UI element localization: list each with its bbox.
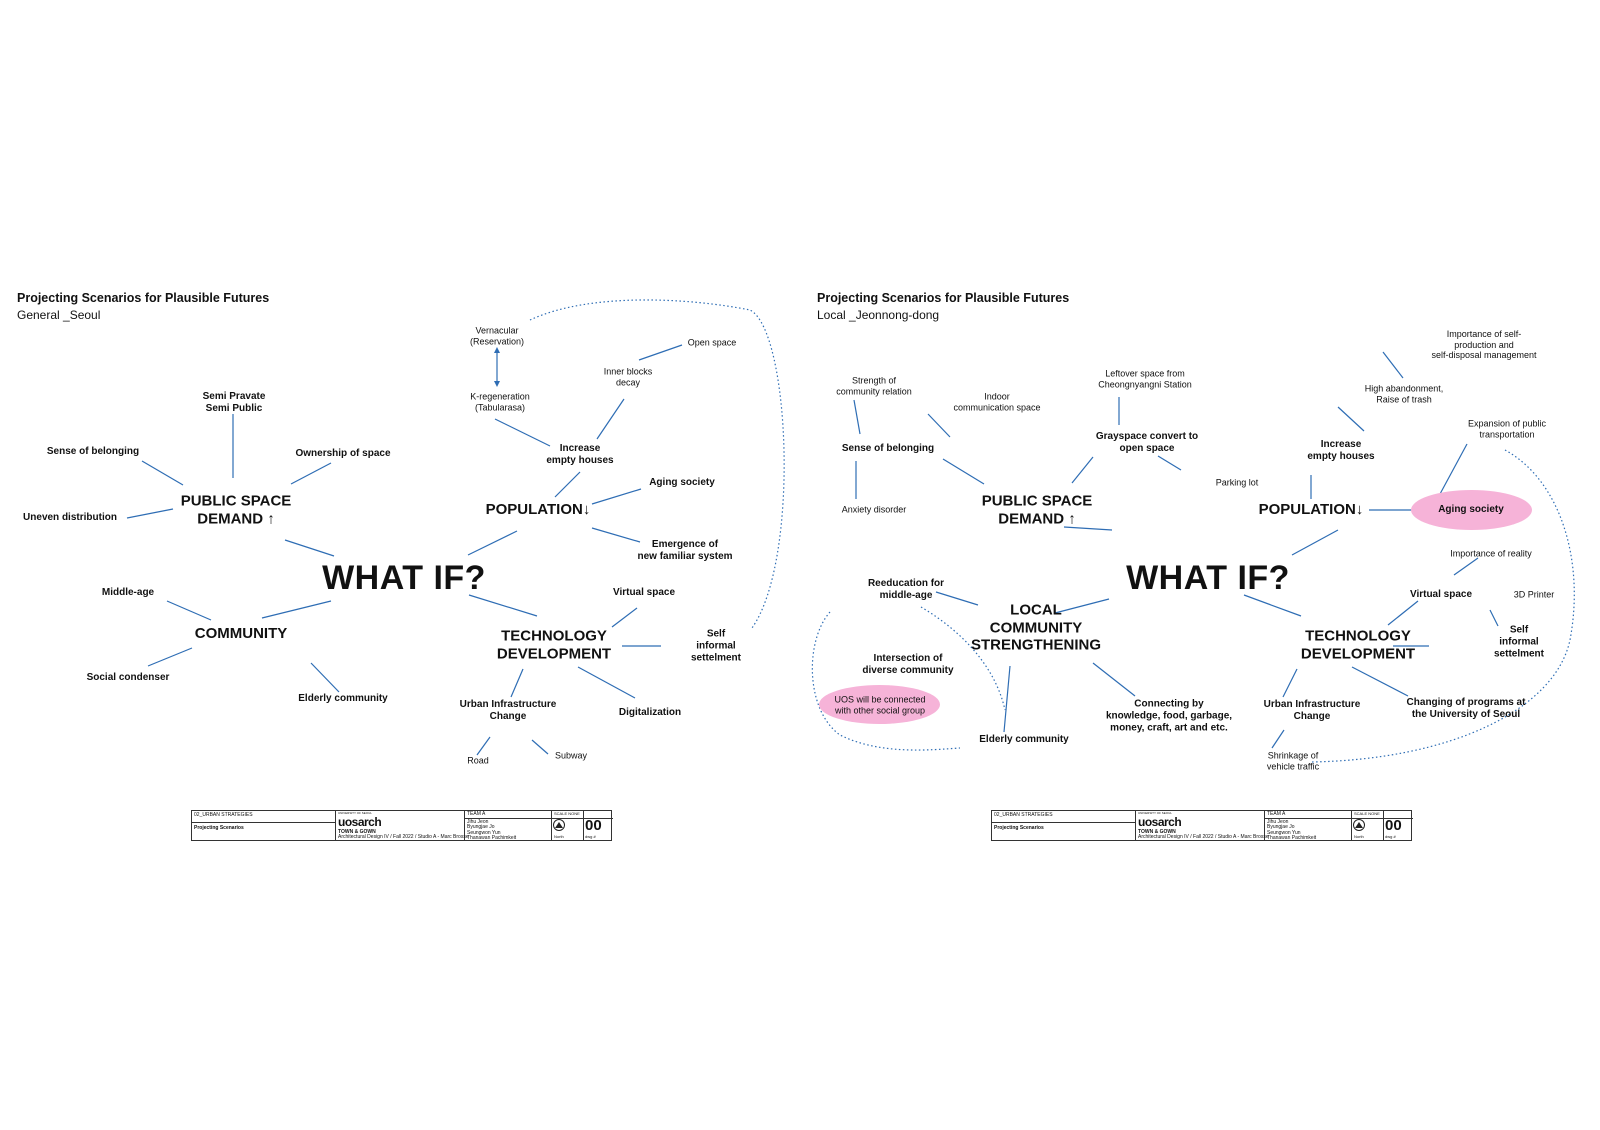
left-node-vernacular: Vernacular (Reservation): [469, 325, 525, 346]
left-node-increase-empty-houses: Increase empty houses: [546, 443, 614, 466]
right-node-parking-lot: Parking lot: [1215, 477, 1259, 488]
left-node-subway: Subway: [554, 750, 588, 761]
right-node-increase-empty-houses: Increase empty houses: [1307, 439, 1375, 462]
left-node-digitalization: Digitalization: [618, 707, 682, 719]
right-node-self-informal-settlement: Self informal settelment: [1493, 624, 1544, 659]
right-node-urban-infrastructure-change: Urban Infrastructure Change: [1263, 699, 1361, 722]
right-uos-highlight: [819, 685, 940, 724]
right-tb-team: TOWN & GOWN: [1138, 829, 1176, 835]
right-tb-members: Jihu Jeon Byungjae Jo Seungwon Yun Thana…: [1267, 819, 1317, 841]
left-node-open-space: Open space: [687, 337, 737, 348]
right-node-elderly-community: Elderly community: [979, 734, 1069, 746]
right-tb-project: 02_URBAN STRATEGIES: [994, 812, 1053, 818]
right-node-importance-of-reality: Importance of reality: [1450, 548, 1532, 559]
right-north-arrow-icon: [1353, 819, 1365, 831]
left-panel: Projecting Scenarios for Plausible Futur…: [17, 291, 785, 841]
left-hub-population: POPULATION↓: [485, 501, 591, 519]
right-node-virtual-space: Virtual space: [1409, 589, 1473, 601]
left-node-road: Road: [467, 755, 489, 766]
right-hub-public-space-demand: PUBLIC SPACE DEMAND ↑: [981, 492, 1093, 527]
left-node-urban-infrastructure-change: Urban Infrastructure Change: [459, 699, 557, 722]
right-node-aging-society: Aging society: [1438, 504, 1504, 516]
left-north-arrow-icon: [553, 819, 565, 831]
left-node-aging-society: Aging society: [649, 477, 715, 489]
left-connector-lines: [126, 299, 785, 756]
left-node-middle-age: Middle-age: [101, 587, 155, 599]
right-node-high-abandonment: High abandonment, Raise of trash: [1364, 383, 1444, 404]
left-node-elderly-community: Elderly community: [298, 693, 388, 705]
left-node-social-condenser: Social condenser: [86, 672, 170, 684]
left-tb-team: TOWN & GOWN: [338, 829, 376, 835]
left-tb-logo: uosarch: [338, 815, 382, 829]
left-north-arrow-triangle-icon: [555, 822, 563, 828]
left-node-uneven-distribution: Uneven distribution: [23, 512, 117, 524]
right-tb-logo: uosarch: [1138, 815, 1182, 829]
left-tb-number: 00: [585, 817, 602, 834]
right-hub-population: POPULATION↓: [1258, 501, 1364, 519]
left-tb-members: Jihu Jeon Byungjae Jo Seungwon Yun Thana…: [467, 819, 517, 841]
left-tb-sheet: Projecting Scenarios: [194, 825, 244, 831]
left-title: Projecting Scenarios for Plausible Futur…: [17, 291, 270, 305]
right-node-connecting-by: Connecting by knowledge, food, garbage, …: [1105, 698, 1233, 733]
left-subtitle: General _Seoul: [17, 308, 101, 322]
right-title: Projecting Scenarios for Plausible Futur…: [817, 291, 1070, 305]
right-node-reeducation-for-middle-age: Reeducation for middle-age: [867, 578, 945, 601]
right-node-expansion-of-public-transportation: Expansion of public transportation: [1467, 418, 1547, 439]
right-node-leftover-space: Leftover space from Cheongnyangni Statio…: [1098, 368, 1192, 389]
right-node-indoor-communication-space: Indoor communication space: [953, 391, 1041, 412]
left-node-semi: Semi Pravate Semi Public: [202, 391, 266, 414]
left-what-if-center: WHAT IF?: [322, 558, 486, 597]
left-tb-dwg: dwg #: [585, 834, 596, 839]
left-node-sense-of-belonging: Sense of belonging: [46, 446, 140, 458]
left-tb-team-label: TEAM A: [467, 811, 486, 817]
left-hub-community: COMMUNITY: [194, 625, 288, 643]
right-tb-scale: SCALE NONE: [1354, 811, 1380, 816]
left-node-inner-blocks-decay: Inner blocks decay: [603, 366, 653, 387]
left-title-block: 02_URBAN STRATEGIES Projecting Scenarios…: [191, 810, 613, 841]
left-tb-scale: SCALE NONE: [554, 811, 580, 816]
left-hub-public-space-demand: PUBLIC SPACE DEMAND ↑: [180, 492, 292, 527]
right-subtitle: Local _Jeonnong-dong: [817, 308, 940, 322]
left-tb-project: 02_URBAN STRATEGIES: [194, 812, 253, 818]
right-node-shrinkage-of-vehicle-traffic: Shrinkage of vehicle traffic: [1266, 750, 1320, 771]
right-panel: Projecting Scenarios for Plausible Futur…: [800, 0, 1600, 1130]
right-what-if-center: WHAT IF?: [1126, 558, 1290, 597]
left-node-emergence: Emergence of new familiar system: [637, 539, 733, 562]
right-node-uos-connected: UOS will be connected with other social …: [834, 694, 926, 715]
left-node-ownership-of-space: Ownership of space: [295, 448, 391, 460]
right-tb-number: 00: [1385, 817, 1402, 834]
right-node-3d-printer: 3D Printer: [1513, 589, 1555, 600]
right-tb-team-label: TEAM A: [1267, 811, 1286, 817]
right-hub-technology-development: TECHNOLOGY DEVELOPMENT: [1300, 627, 1416, 662]
right-node-sense-of-belonging: Sense of belonging: [841, 443, 935, 455]
left-tb-logo-sub: UNIVERSITY OF SEOUL: [338, 811, 372, 815]
right-aging-society-highlight: [1411, 490, 1532, 530]
left-node-k-regeneration: K-regeneration (Tabularasa): [470, 391, 530, 412]
right-connector-lines: [811, 351, 1575, 763]
right-hub-local-community-strengthening: LOCAL COMMUNITY STRENGTHENING: [970, 601, 1102, 654]
left-tb-course: Architectural Design IV / Fall 2022 / St…: [338, 834, 469, 840]
right-tb-sheet: Projecting Scenarios: [994, 825, 1044, 831]
right-tb-logo-sub: UNIVERSITY OF SEOUL: [1138, 811, 1172, 815]
right-node-importance-of-self-production: Importance of self-production and self-d…: [1431, 329, 1537, 361]
left-tb-north: North: [554, 834, 564, 839]
left-node-self-informal-settlement: Self informal settelment: [690, 628, 741, 663]
left-node-virtual-space: Virtual space: [612, 587, 676, 599]
right-tb-dwg: dwg #: [1385, 834, 1396, 839]
left-hub-technology-development: TECHNOLOGY DEVELOPMENT: [496, 627, 612, 662]
right-north-arrow-triangle-icon: [1355, 822, 1363, 828]
right-node-anxiety-disorder: Anxiety disorder: [841, 504, 907, 515]
right-node-grayspace: Grayspace convert to open space: [1095, 431, 1199, 454]
right-node-strength-of-community-relation: Strength of community relation: [836, 375, 912, 396]
right-title-block: 02_URBAN STRATEGIES Projecting Scenarios…: [991, 810, 1413, 841]
right-tb-north: North: [1354, 834, 1364, 839]
right-tb-course: Architectural Design IV / Fall 2022 / St…: [1138, 834, 1269, 840]
right-node-changing-of-programs: Changing of programs at the University o…: [1406, 697, 1526, 720]
right-node-intersection-of-diverse-community: Intersection of diverse community: [862, 653, 954, 676]
